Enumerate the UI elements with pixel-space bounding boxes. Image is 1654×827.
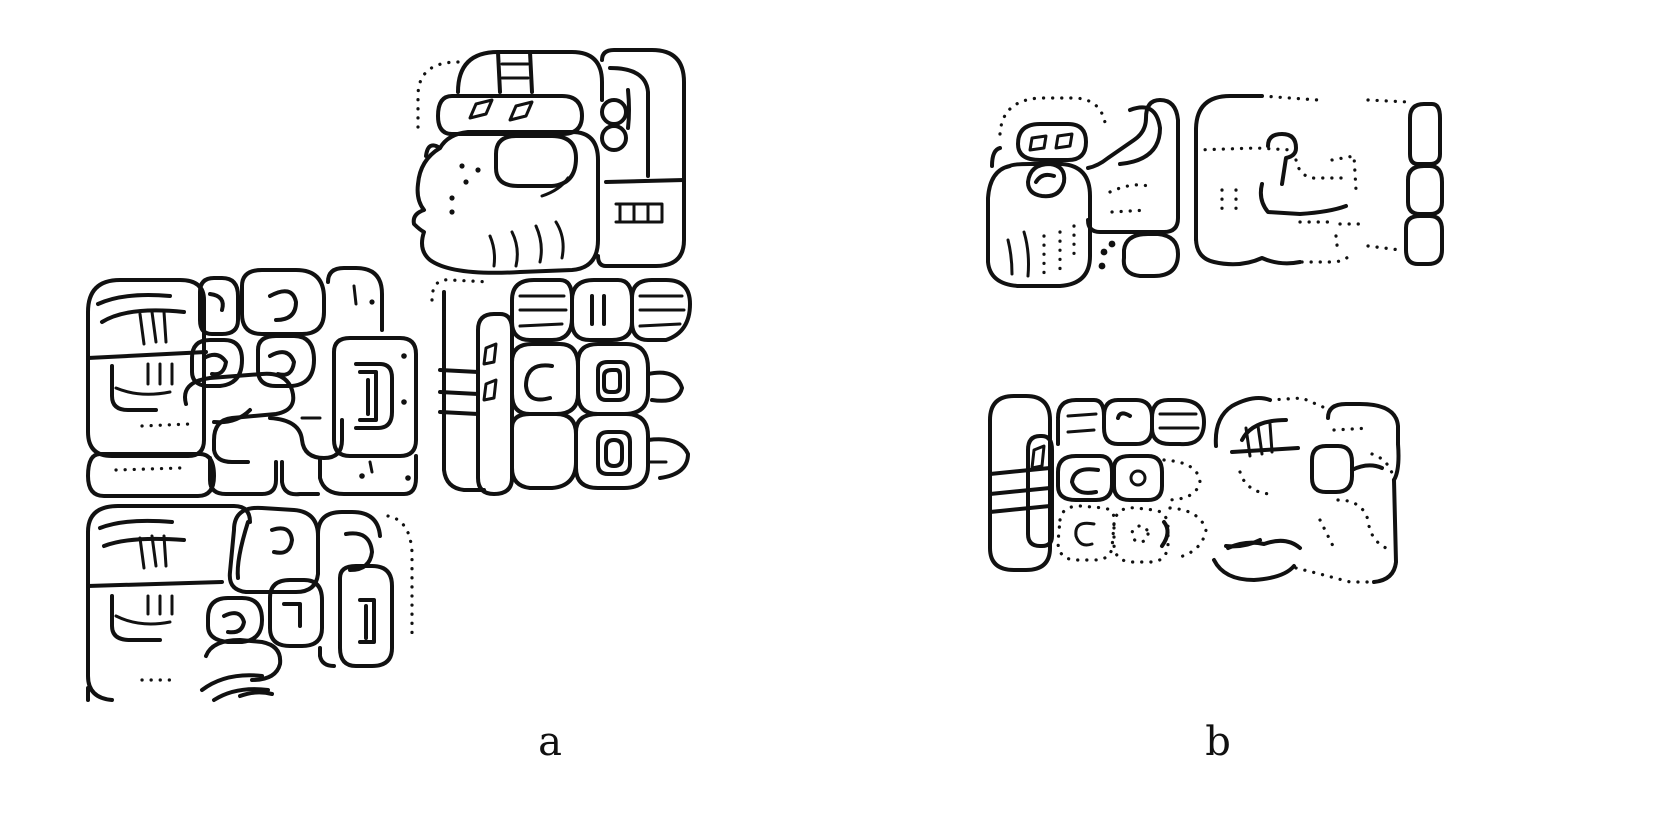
panel-a-compound-glyph-lower: [86, 504, 414, 702]
panel-b-right-glyph-upper: [1194, 94, 1444, 267]
panel-b-glyph-block: [986, 94, 1444, 584]
panel-a-head-glyph: [411, 48, 686, 275]
panel-label-a: a: [538, 719, 562, 765]
panel-a-glyph-block: [86, 48, 692, 702]
panel-b-right-glyph-lower: [1212, 396, 1401, 584]
panel-a-compound-glyph-upper: [86, 266, 418, 498]
panel-b-bundle-glyph: [988, 394, 1208, 572]
panel-a-bundle-glyph: [430, 278, 692, 496]
panel-label-b: b: [1205, 719, 1231, 765]
panel-b-head-glyph: [986, 96, 1180, 288]
